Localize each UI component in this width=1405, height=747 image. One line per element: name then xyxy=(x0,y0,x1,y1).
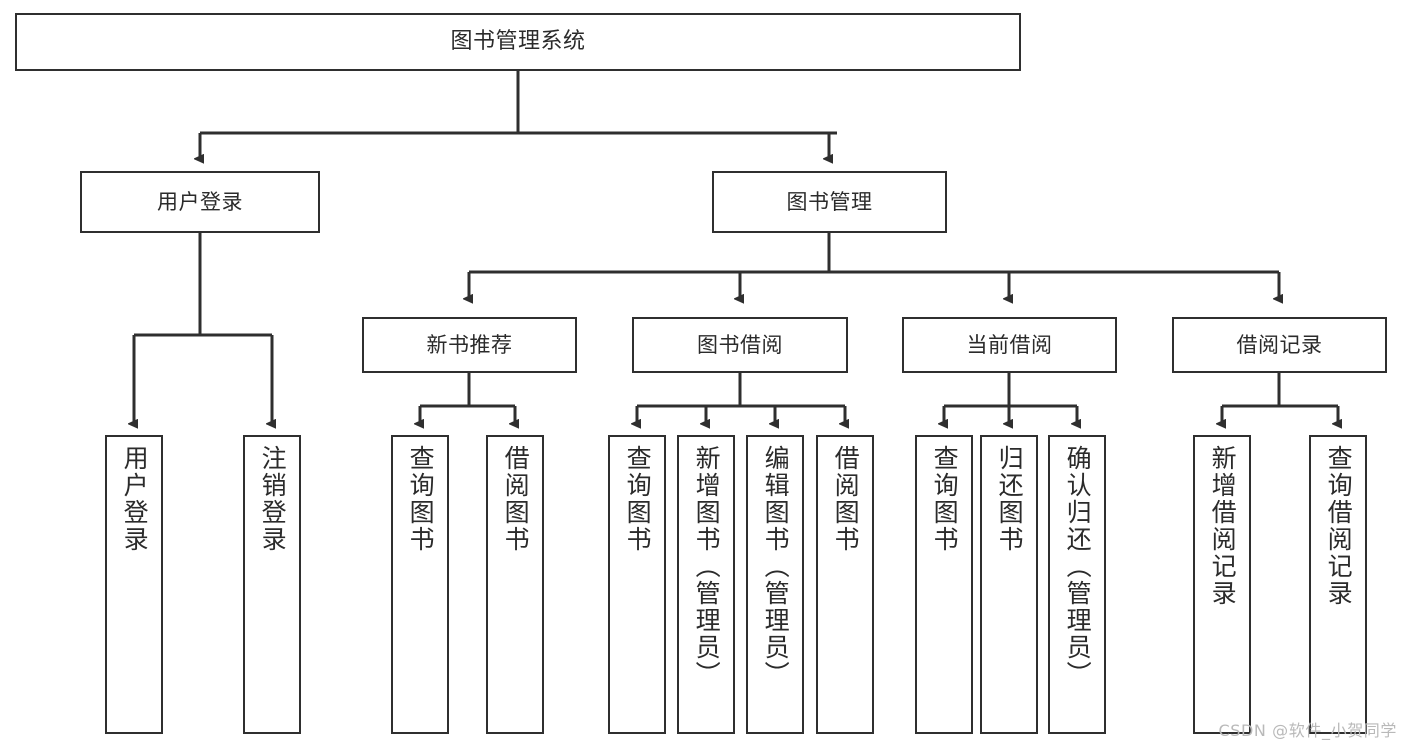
csdn-watermark: CSDN @软件_小贺同学 xyxy=(1218,721,1397,740)
leaf-new-book-query[interactable]: 查询图书 xyxy=(391,435,449,734)
node-label: 归还图书 xyxy=(995,445,1025,553)
node-label: 编辑图书（管理员） xyxy=(761,445,791,688)
node-label: 借阅记录 xyxy=(1236,332,1323,357)
leaf-current-borrow-query[interactable]: 查询图书 xyxy=(915,435,973,734)
node-label: 确认归还（管理员） xyxy=(1063,445,1093,688)
leaf-book-borrow-borrow[interactable]: 借阅图书 xyxy=(816,435,874,734)
node-user-login[interactable]: 用户登录 xyxy=(80,171,320,233)
node-label: 图书管理系统 xyxy=(450,29,586,55)
node-current-borrow[interactable]: 当前借阅 xyxy=(902,317,1117,373)
leaf-current-borrow-return[interactable]: 归还图书 xyxy=(980,435,1038,734)
node-label: 查询借阅记录 xyxy=(1324,445,1354,607)
leaf-current-borrow-confirm-return[interactable]: 确认归还（管理员） xyxy=(1048,435,1106,734)
leaf-user-login-signout[interactable]: 注销登录 xyxy=(243,435,301,734)
node-label: 借阅图书 xyxy=(831,445,861,553)
leaf-user-login-signin[interactable]: 用户登录 xyxy=(105,435,163,734)
node-label: 借阅图书 xyxy=(501,445,531,553)
leaf-book-borrow-edit[interactable]: 编辑图书（管理员） xyxy=(746,435,804,734)
node-book-borrow[interactable]: 图书借阅 xyxy=(632,317,848,373)
node-label: 图书管理 xyxy=(786,189,873,214)
node-borrow-record[interactable]: 借阅记录 xyxy=(1172,317,1387,373)
node-book-management[interactable]: 图书管理 xyxy=(712,171,947,233)
node-label: 查询图书 xyxy=(930,445,960,553)
leaf-new-book-borrow[interactable]: 借阅图书 xyxy=(486,435,544,734)
node-label: 当前借阅 xyxy=(966,332,1053,357)
node-label: 新增图书（管理员） xyxy=(692,445,722,688)
node-root-system[interactable]: 图书管理系统 xyxy=(15,13,1021,71)
node-label: 查询图书 xyxy=(406,445,436,553)
node-label: 图书借阅 xyxy=(697,332,783,357)
node-label: 用户登录 xyxy=(157,189,243,214)
leaf-borrow-record-add[interactable]: 新增借阅记录 xyxy=(1193,435,1251,734)
node-label: 用户登录 xyxy=(120,445,150,553)
leaf-book-borrow-add[interactable]: 新增图书（管理员） xyxy=(677,435,735,734)
node-new-book-recommend[interactable]: 新书推荐 xyxy=(362,317,577,373)
node-label: 新增借阅记录 xyxy=(1208,445,1238,607)
leaf-book-borrow-query[interactable]: 查询图书 xyxy=(608,435,666,734)
node-label: 查询图书 xyxy=(623,445,653,553)
node-label: 注销登录 xyxy=(258,445,288,553)
node-label: 新书推荐 xyxy=(426,332,513,357)
leaf-borrow-record-query[interactable]: 查询借阅记录 xyxy=(1309,435,1367,734)
